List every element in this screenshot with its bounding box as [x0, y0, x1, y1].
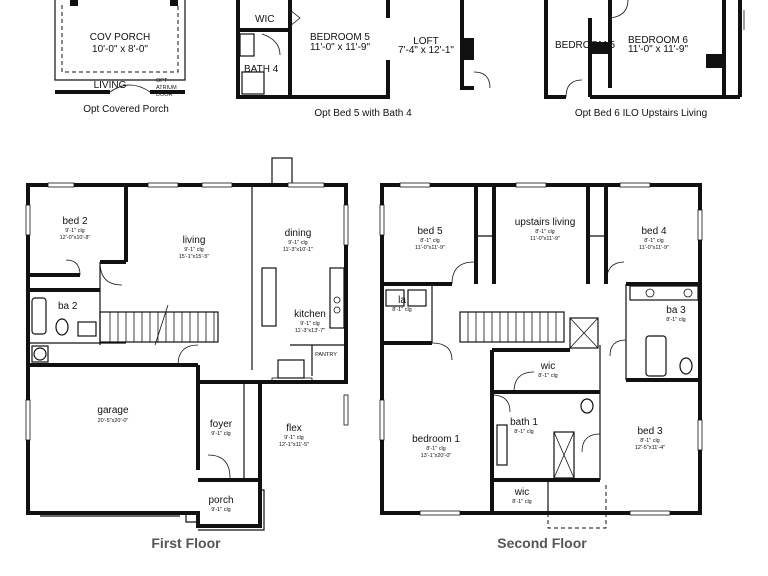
sf-bed5-name: bed 5: [417, 226, 442, 237]
ff-living-name: living: [183, 235, 206, 246]
sf-bath1-clg: 8'-1" clg: [514, 429, 534, 435]
ff-kitchen-dims: 11'-3"x13'-7": [295, 328, 325, 334]
option-bed5-bath4: WIC BEDROOM 5 11'-0" x 11'-9" BATH 4 LOF…: [236, 0, 491, 119]
ff-bed2-name: bed 2: [62, 216, 87, 227]
door-note-2: ATRIUM: [156, 85, 177, 91]
sf-bedroom1-dims: 13'-1"x20'-0": [421, 453, 452, 459]
caption-first-floor: First Floor: [151, 535, 221, 551]
caption-opt-covered-porch: Opt Covered Porch: [83, 104, 169, 115]
ff-living-clg: 9'-1" clg: [184, 247, 204, 253]
sf-bed4-dims: 11'-0"x11'-9": [639, 245, 669, 251]
sf-bed4-clg: 8'-1" clg: [644, 238, 664, 244]
sf-bed4-name: bed 4: [641, 226, 666, 237]
ff-dining-dims: 11'-3"x10'-1": [283, 247, 313, 253]
loft-dims: 7'-4" x 12'-1": [398, 45, 454, 56]
sf-bath1-name: bath 1: [510, 417, 538, 428]
bedroom5-label: BEDROOM 5: [310, 32, 370, 43]
ff-ba2-name: ba 2: [58, 301, 78, 312]
door-note-3: DOOR: [156, 92, 173, 98]
sf-bed3-name: bed 3: [637, 426, 662, 437]
ff-porch-name: porch: [208, 495, 233, 506]
ff-foyer-clg: 9'-1" clg: [211, 431, 231, 437]
sf-upliving-dims: 11'-0"x11'-9": [530, 236, 560, 242]
ff-dining-clg: 9'-1" clg: [288, 240, 308, 246]
living-label: LIVING: [94, 80, 127, 91]
sf-la-clg: 8'-1" clg: [392, 307, 412, 313]
sf-bedroom1-clg: 8'-1" clg: [426, 446, 446, 452]
ff-foyer-name: foyer: [210, 419, 233, 430]
ff-living-dims: 15'-1"x15'-5": [179, 254, 210, 260]
sf-la-name: la: [398, 295, 406, 306]
ff-flex-dims: 12'-1"x11'-5": [279, 442, 309, 448]
bedroom6-dims: 11'-0" x 11'-9": [628, 44, 688, 55]
sf-upliving-name: upstairs living: [515, 217, 576, 228]
ff-porch-clg: 9'-1" clg: [211, 507, 231, 513]
bath4-label: BATH 4: [244, 64, 279, 75]
ff-flex-clg: 9'-1" clg: [284, 435, 304, 441]
ff-kitchen-name: kitchen: [294, 309, 326, 320]
caption-opt-bed6: Opt Bed 6 ILO Upstairs Living: [575, 108, 707, 119]
bedroom5-dims: 11'-0" x 11'-9": [310, 42, 370, 53]
opt-bedroom5-label: BEDROOM 5: [555, 40, 615, 51]
option-bed6: BEDROOM 5 BEDROOM 6 11'-0" x 11'-9" Opt …: [544, 0, 745, 119]
sf-bed5-clg: 8'-1" clg: [420, 238, 440, 244]
sf-wic2-clg: 8'-1" clg: [512, 499, 532, 505]
sf-bedroom1-name: bedroom 1: [412, 434, 460, 445]
ff-kitchen-clg: 9'-1" clg: [300, 321, 320, 327]
ff-garage-name: garage: [97, 405, 129, 416]
ff-bed2-dims: 12'-0"x10'-8": [60, 235, 91, 241]
ff-garage-dims: 20'-5"x20'-0": [98, 418, 129, 424]
ff-flex-name: flex: [286, 423, 302, 434]
sf-ba3-name: ba 3: [666, 305, 686, 316]
sf-bed3-dims: 12'-5"x11'-4": [635, 445, 665, 451]
sf-wic1-name: wic: [540, 361, 555, 372]
sf-wic1-clg: 8'-1" clg: [538, 373, 558, 379]
wic-label: WIC: [255, 14, 274, 25]
caption-second-floor: Second Floor: [497, 535, 587, 551]
ff-dining-name: dining: [285, 228, 312, 239]
bedroom6-label: BEDROOM 6: [628, 35, 688, 46]
caption-opt-bed5: Opt Bed 5 with Bath 4: [314, 108, 412, 119]
option-covered-porch: COV PORCH 10'-0" x 8'-0" LIVING OPT ATRI…: [54, 0, 186, 115]
cov-porch-dims: 10'-0" x 8'-0": [92, 44, 148, 55]
second-floor-plan: bed 5 8'-1" clg 11'-0"x11'-9" upstairs l…: [379, 182, 703, 551]
sf-ba3-clg: 8'-1" clg: [666, 317, 686, 323]
door-note-1: OPT: [156, 78, 168, 84]
sf-wic2-name: wic: [514, 487, 529, 498]
sf-bed5-dims: 11'-0"x11'-9": [415, 245, 445, 251]
ff-pantry-name: PANTRY: [315, 352, 337, 358]
ff-bed2-clg: 9'-1" clg: [65, 228, 85, 234]
loft-label: LOFT: [413, 36, 439, 47]
cov-porch-label: COV PORCH: [90, 32, 151, 43]
sf-bed3-clg: 8'-1" clg: [640, 438, 660, 444]
sf-upliving-clg: 8'-1" clg: [535, 229, 555, 235]
first-floor-plan: bed 2 9'-1" clg 12'-0"x10'-8" ba 2 livin…: [25, 157, 349, 551]
